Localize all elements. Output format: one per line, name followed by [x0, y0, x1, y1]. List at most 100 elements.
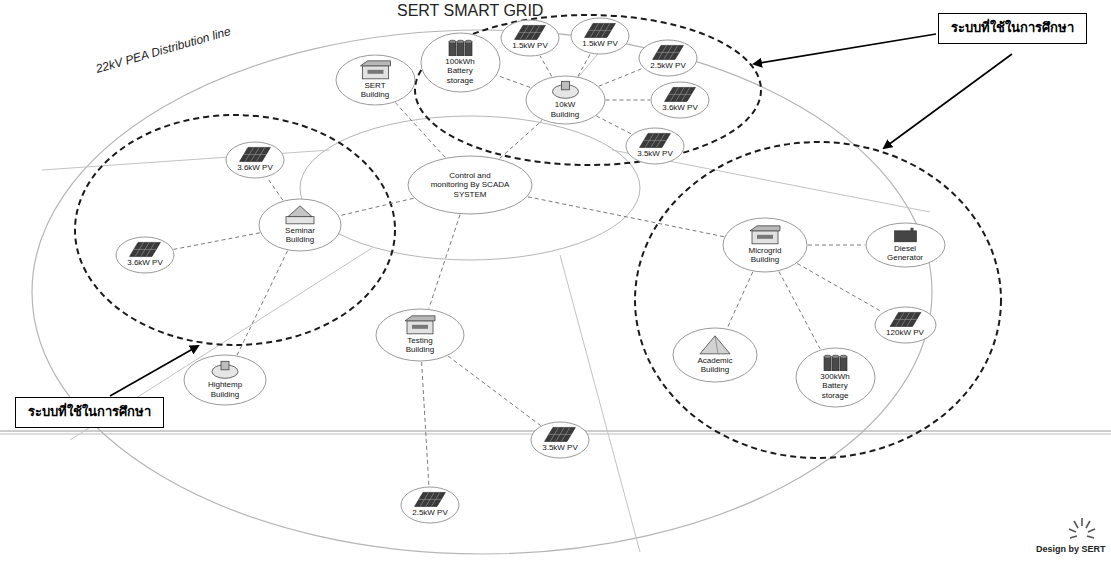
node-ellipse: Academic Building	[672, 327, 758, 383]
diagram-title: SERT SMART GRID	[397, 2, 543, 20]
node-label: 2.5kW PV	[650, 61, 687, 70]
node-label: SERT Building	[350, 81, 400, 99]
building-roof	[360, 61, 390, 66]
node-shape	[672, 327, 758, 383]
pv-panel-icon	[653, 45, 684, 59]
building-icon	[752, 231, 778, 244]
connector-line	[448, 356, 540, 425]
node-ellipse: 2.5kW PV	[400, 486, 460, 524]
node-ellipse: 100kWh Battery storage	[420, 32, 501, 93]
connector-line	[429, 215, 460, 309]
sector-line	[42, 150, 330, 170]
node-label: 300kWh Battery storage	[810, 372, 860, 400]
node-outline	[571, 18, 629, 54]
node-ellipse: 300kWh Battery storage	[795, 347, 876, 408]
generator-icon	[894, 231, 916, 242]
node-label: 3.6kW PV	[127, 258, 164, 267]
node-outline	[421, 33, 500, 92]
connector-line	[422, 362, 429, 486]
node-ellipse: Microgrid Building	[722, 217, 808, 273]
pv-cell-line	[589, 30, 611, 31]
battery-icon	[832, 356, 839, 370]
pv-cell-line	[894, 319, 916, 320]
battery-cap	[465, 40, 472, 43]
node-label: 3.5kW PV	[637, 149, 674, 158]
pv-panel-icon	[665, 87, 696, 101]
connector-line	[779, 272, 820, 349]
connector-line	[500, 121, 542, 159]
node-label: 3.6kW PV	[662, 103, 699, 112]
node-shape	[530, 421, 590, 459]
pv-panel-icon	[130, 242, 161, 256]
node-ellipse: 3.6kW PV	[650, 81, 710, 119]
node-ellipse: SERT Building	[335, 54, 416, 106]
pv-cell-line	[134, 249, 156, 250]
pv-cell-line	[644, 140, 666, 141]
node-outline	[226, 142, 284, 178]
node-outline	[376, 309, 464, 361]
callout-text: ระบบที่ใช้ในการศึกษา	[951, 21, 1074, 36]
node-outline	[184, 355, 266, 405]
connector-line	[727, 272, 753, 328]
connector-line	[599, 68, 643, 86]
node-ellipse: Hightemp Building	[183, 354, 267, 406]
scada-ring	[300, 116, 640, 260]
node-ellipse: Testing Building	[375, 308, 465, 362]
connector-line	[606, 100, 651, 101]
study-region	[635, 142, 1001, 458]
connector-line	[596, 116, 632, 134]
generator-stack	[910, 228, 913, 232]
node-label: Testing Building	[395, 336, 445, 354]
callout-arrow	[110, 346, 198, 396]
node-label: Microgrid Building	[740, 246, 790, 264]
battery-cap	[824, 355, 831, 358]
building-roof	[750, 226, 780, 231]
node-shape	[874, 306, 937, 344]
distribution-line-ring	[32, 30, 932, 554]
building-window	[757, 235, 773, 239]
node-outline	[116, 237, 174, 273]
battery-icon	[840, 356, 847, 370]
study-region	[415, 15, 761, 165]
battery-cap	[840, 355, 847, 358]
battery-icon	[449, 41, 456, 55]
node-ellipse: 3.5kW PV	[530, 421, 590, 459]
node-shape	[722, 217, 808, 273]
building-window	[412, 325, 428, 329]
node-label: Academic Building	[690, 356, 740, 374]
connector-line	[528, 197, 724, 237]
building-icon	[286, 217, 314, 224]
callout-arrow	[754, 34, 936, 64]
node-outline	[673, 328, 757, 382]
node-ellipse: 3.6kW PV	[115, 236, 175, 274]
node-outline	[401, 487, 459, 523]
pv-cell-line	[657, 52, 679, 53]
battery-cap	[832, 355, 839, 358]
pv-panel-icon	[415, 492, 446, 506]
node-shape	[400, 486, 460, 524]
node-ellipse: 1.5kW PV	[500, 19, 560, 57]
pv-cell-line	[419, 499, 441, 500]
node-outline	[639, 40, 697, 76]
building-tower	[221, 361, 229, 370]
connector-line	[174, 233, 260, 250]
node-outline	[626, 128, 684, 164]
callout-arrow	[884, 54, 1012, 148]
callout-box: ระบบที่ใช้ในการศึกษา	[15, 397, 164, 428]
battery-icon	[465, 41, 472, 55]
callout-box: ระบบที่ใช้ในการศึกษา	[938, 13, 1087, 44]
node-label: 3.5kW PV	[542, 443, 579, 452]
node-label: Control and monitoring By SCADA SYSTEM	[430, 171, 510, 199]
node-shape	[500, 19, 560, 57]
node-ellipse: 120kW PV	[874, 306, 937, 344]
pv-cell-line	[519, 32, 541, 33]
building-icon	[407, 321, 433, 334]
node-ellipse: 3.6kW PV	[225, 141, 285, 179]
node-ellipse: 10kW Building	[525, 75, 606, 125]
node-outline	[866, 223, 945, 267]
node-outline	[796, 348, 875, 407]
connector-line	[267, 177, 283, 200]
study-region	[75, 115, 395, 345]
node-outline	[526, 76, 605, 124]
node-label: 1.5kW PV	[582, 39, 619, 48]
